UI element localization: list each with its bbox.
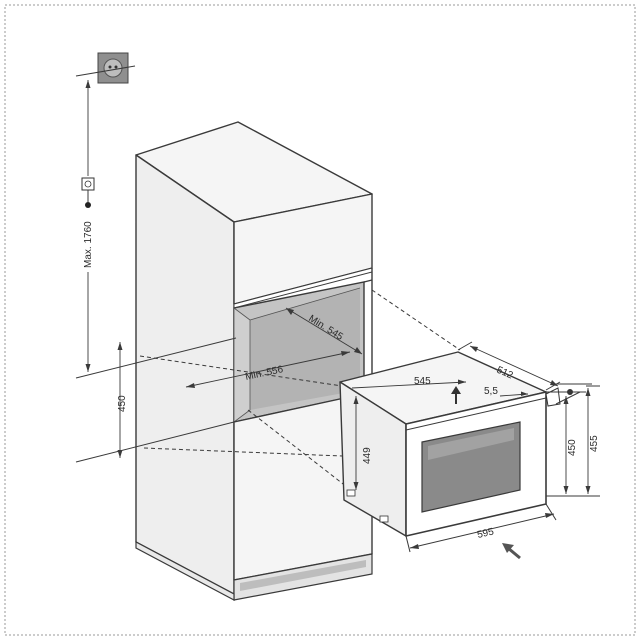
niche-back-wall — [250, 288, 360, 410]
window-reflection — [428, 428, 514, 460]
niche-height-dimension: 450 — [117, 342, 128, 458]
max-height-label: Max. 1760 — [83, 221, 94, 268]
appliance-body-height-dimension: 449 — [353, 396, 373, 490]
appliance-body-height-label: 449 — [362, 447, 373, 464]
niche-bottom-reference — [75, 421, 235, 463]
power-outlet-icon — [81, 177, 95, 208]
appliance-depth-label: 545 — [414, 376, 431, 387]
appliance-total-height-dimension: 455 — [585, 385, 600, 497]
plinth-shadow — [240, 560, 366, 591]
wall-reference-line — [75, 65, 136, 77]
cabinet-side-base — [135, 541, 235, 601]
projection-line-top-left — [139, 355, 343, 387]
niche-inner-side — [233, 307, 251, 423]
diagram-border — [4, 4, 636, 636]
up-arrow-icon — [451, 386, 461, 404]
appliance-total-height-label: 455 — [589, 435, 600, 452]
appliance-depth-dimension: 545 — [351, 376, 467, 389]
cabinet-side — [135, 154, 235, 595]
projection-line-bottom-mid — [247, 409, 393, 523]
appliance-width-label: 595 — [476, 526, 495, 541]
niche-inner-top — [249, 287, 361, 321]
appliance-foot-mid — [379, 515, 389, 523]
niche-height-label: 450 — [117, 395, 128, 412]
max-height-dimension: Max. 1760 — [81, 80, 95, 372]
appliance-front-height-label: 450 — [567, 439, 578, 456]
projection-line-bottom-left — [143, 447, 343, 457]
appliance-control-strip — [405, 397, 547, 431]
appliance-width-dimension: 595 — [405, 503, 557, 553]
door-gap-label: 5,5 — [484, 386, 498, 397]
projection-line-top-right — [371, 289, 461, 351]
insert-arrow-icon — [502, 543, 521, 560]
appliance-foot-left — [346, 489, 356, 497]
appliance-front-height-dimension: 450 — [546, 391, 586, 497]
door-gap-dimension: 5,5 — [484, 386, 529, 397]
appliance-bracket-detail — [545, 383, 592, 407]
